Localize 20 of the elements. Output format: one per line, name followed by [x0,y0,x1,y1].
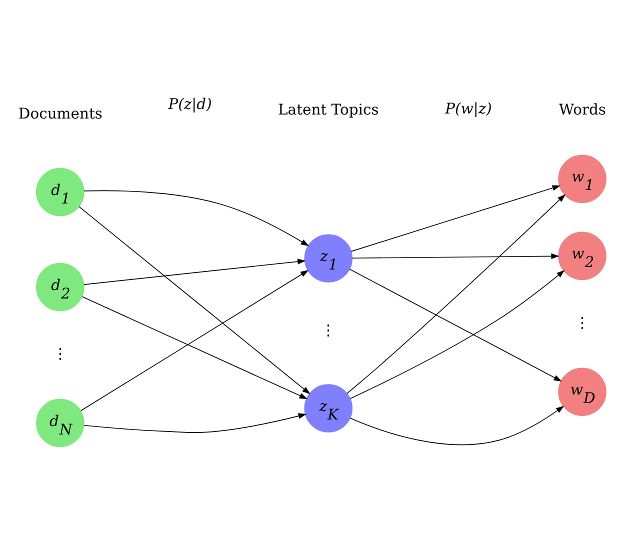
label: ⋮ [574,314,590,332]
arrow [78,206,310,394]
arrow [350,406,564,446]
label: ⋮ [321,322,336,339]
arrow [350,270,565,400]
label: P(w|z) [445,100,492,118]
arrow [84,413,307,433]
arrow [82,296,308,400]
arrow [84,190,310,246]
arrow [352,253,560,260]
arrow [350,185,561,252]
arrow [80,270,309,412]
arrow [349,268,562,382]
label: Documents [18,106,102,123]
label: Latent Topics [278,102,379,119]
label: Words [558,102,606,119]
arrow [346,194,566,394]
label: P(z|d) [168,96,212,113]
label: ⋮ [52,346,68,363]
arrow [84,258,306,285]
